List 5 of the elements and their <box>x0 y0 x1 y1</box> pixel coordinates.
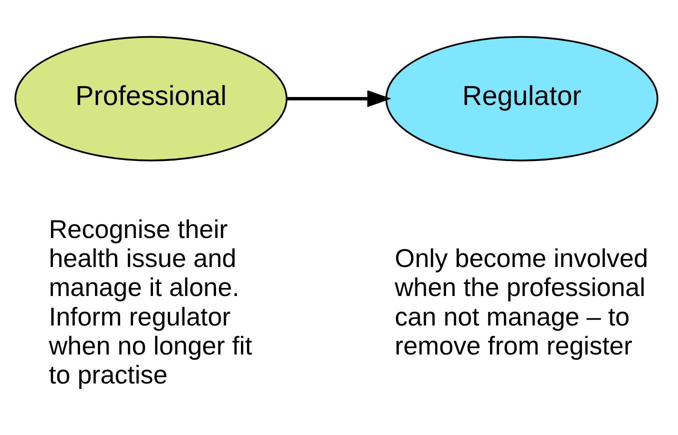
node-ellipse: Regulator <box>385 36 658 161</box>
node-label: Only become involved when the professional can not manage – to remove from register <box>394 244 648 360</box>
node-label: Recognise their health issue and manage it alone. Inform regulator when no longer fit to practise <box>48 215 252 390</box>
arrow <box>287 90 392 107</box>
node-ellipse: Professional <box>14 36 288 161</box>
